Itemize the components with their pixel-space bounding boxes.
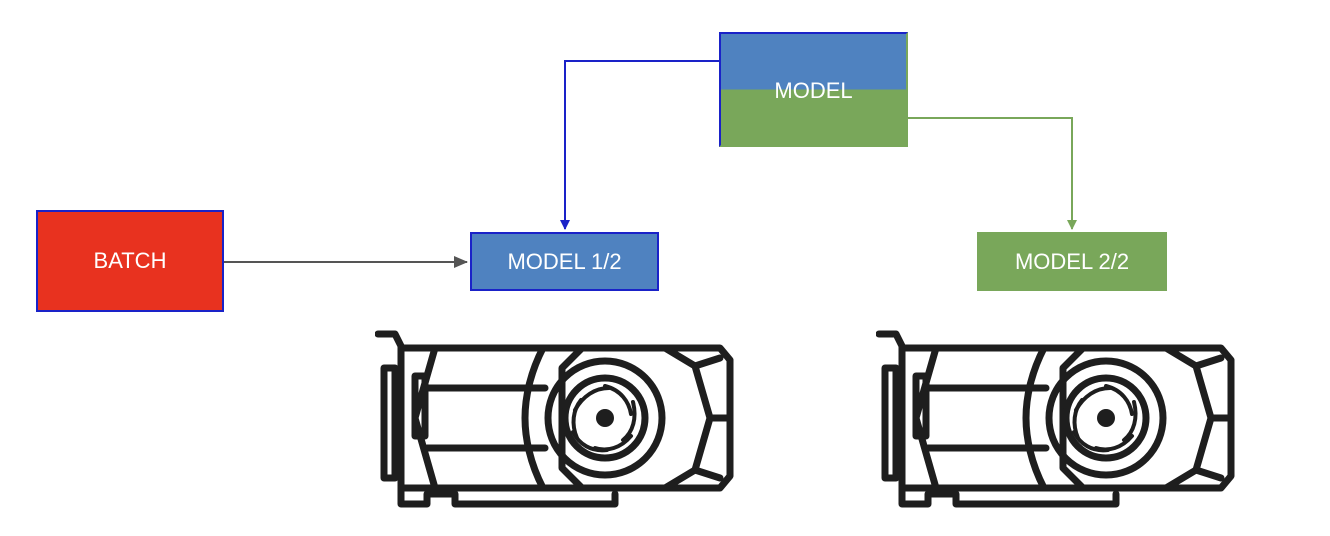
gpu-card-icon <box>876 330 1235 508</box>
batch-node: BATCH <box>36 210 224 312</box>
arrow-model-to-half-2 <box>908 117 1077 230</box>
batch-label: BATCH <box>93 248 167 273</box>
model-half-2-label: MODEL 2/2 <box>1014 248 1130 274</box>
model-half-2-node: MODEL 2/2 <box>977 232 1167 291</box>
model-half-1-node: MODEL 1/2 <box>470 232 659 291</box>
arrow-model-to-half-1 <box>560 60 719 230</box>
model-label: MODEL <box>774 78 853 103</box>
model-half-1-label: MODEL 1/2 <box>507 248 622 274</box>
model-node: MODEL <box>719 32 908 147</box>
gpu-card-icon <box>375 330 734 508</box>
